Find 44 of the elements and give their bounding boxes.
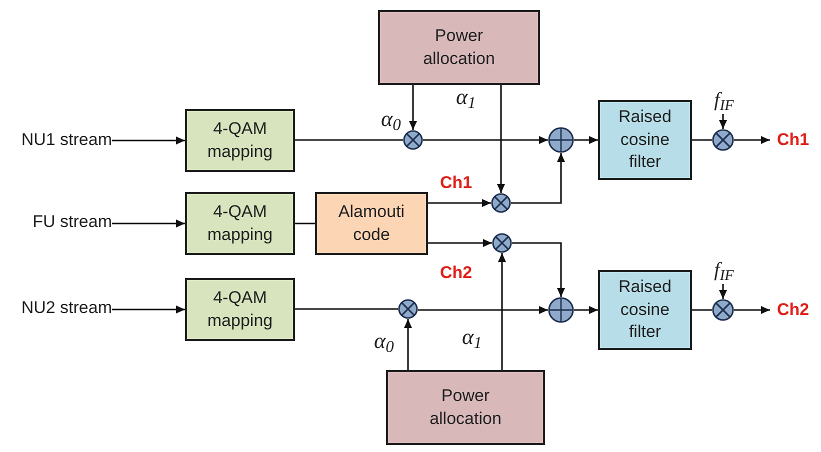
connector-arrow	[418, 306, 548, 314]
coding-block: Alamouti code	[315, 192, 428, 255]
carrier-label: f$_{IF}$	[706, 256, 742, 284]
connector-arrow	[719, 114, 727, 129]
multiplier-symbol	[491, 193, 511, 213]
connector-arrow	[112, 220, 185, 228]
connector-arrow	[734, 136, 770, 144]
connector-arrow	[112, 136, 185, 144]
filter-block: Raised cosine filter	[598, 100, 692, 180]
connector-arrow	[428, 199, 491, 207]
connector-arrow	[428, 239, 492, 247]
input-label: NU2 stream	[8, 296, 112, 320]
connector-arrow	[423, 136, 548, 144]
multiplier-symbol	[712, 129, 734, 151]
multiplier-symbol	[403, 130, 423, 150]
output-label: Ch1	[770, 128, 816, 152]
connector-arrow	[574, 136, 598, 144]
adder-symbol	[548, 127, 574, 153]
connector-arrow	[498, 253, 506, 370]
power-allocation-block: Power allocation	[378, 10, 540, 85]
connector-arrow	[404, 319, 412, 370]
multiplier-symbol	[492, 233, 512, 253]
input-label: NU1 stream	[8, 128, 112, 152]
channel-label: Ch1	[440, 174, 472, 191]
input-label: FU stream	[8, 210, 112, 234]
connector-arrow	[112, 306, 185, 314]
mapping-block: 4-QAM mapping	[185, 192, 295, 255]
connector-arrow	[734, 306, 770, 314]
connector-arrow	[574, 306, 598, 314]
connector-arrow	[497, 85, 505, 193]
multiplier-symbol	[398, 299, 418, 319]
channel-label: Ch2	[440, 264, 472, 281]
mapping-block: 4-QAM mapping	[185, 278, 295, 341]
connector-arrow	[409, 85, 417, 130]
carrier-label: f$_{IF}$	[706, 86, 742, 114]
mapping-block: 4-QAM mapping	[185, 109, 295, 172]
adder-symbol	[548, 297, 574, 323]
multiplier-symbol	[712, 299, 734, 321]
power-allocation-block: Power allocation	[386, 370, 545, 445]
output-label: Ch2	[770, 298, 816, 322]
connector-arrow	[719, 284, 727, 299]
connector-arrow	[512, 242, 565, 297]
filter-block: Raised cosine filter	[598, 270, 692, 350]
connector-arrow	[511, 153, 565, 204]
